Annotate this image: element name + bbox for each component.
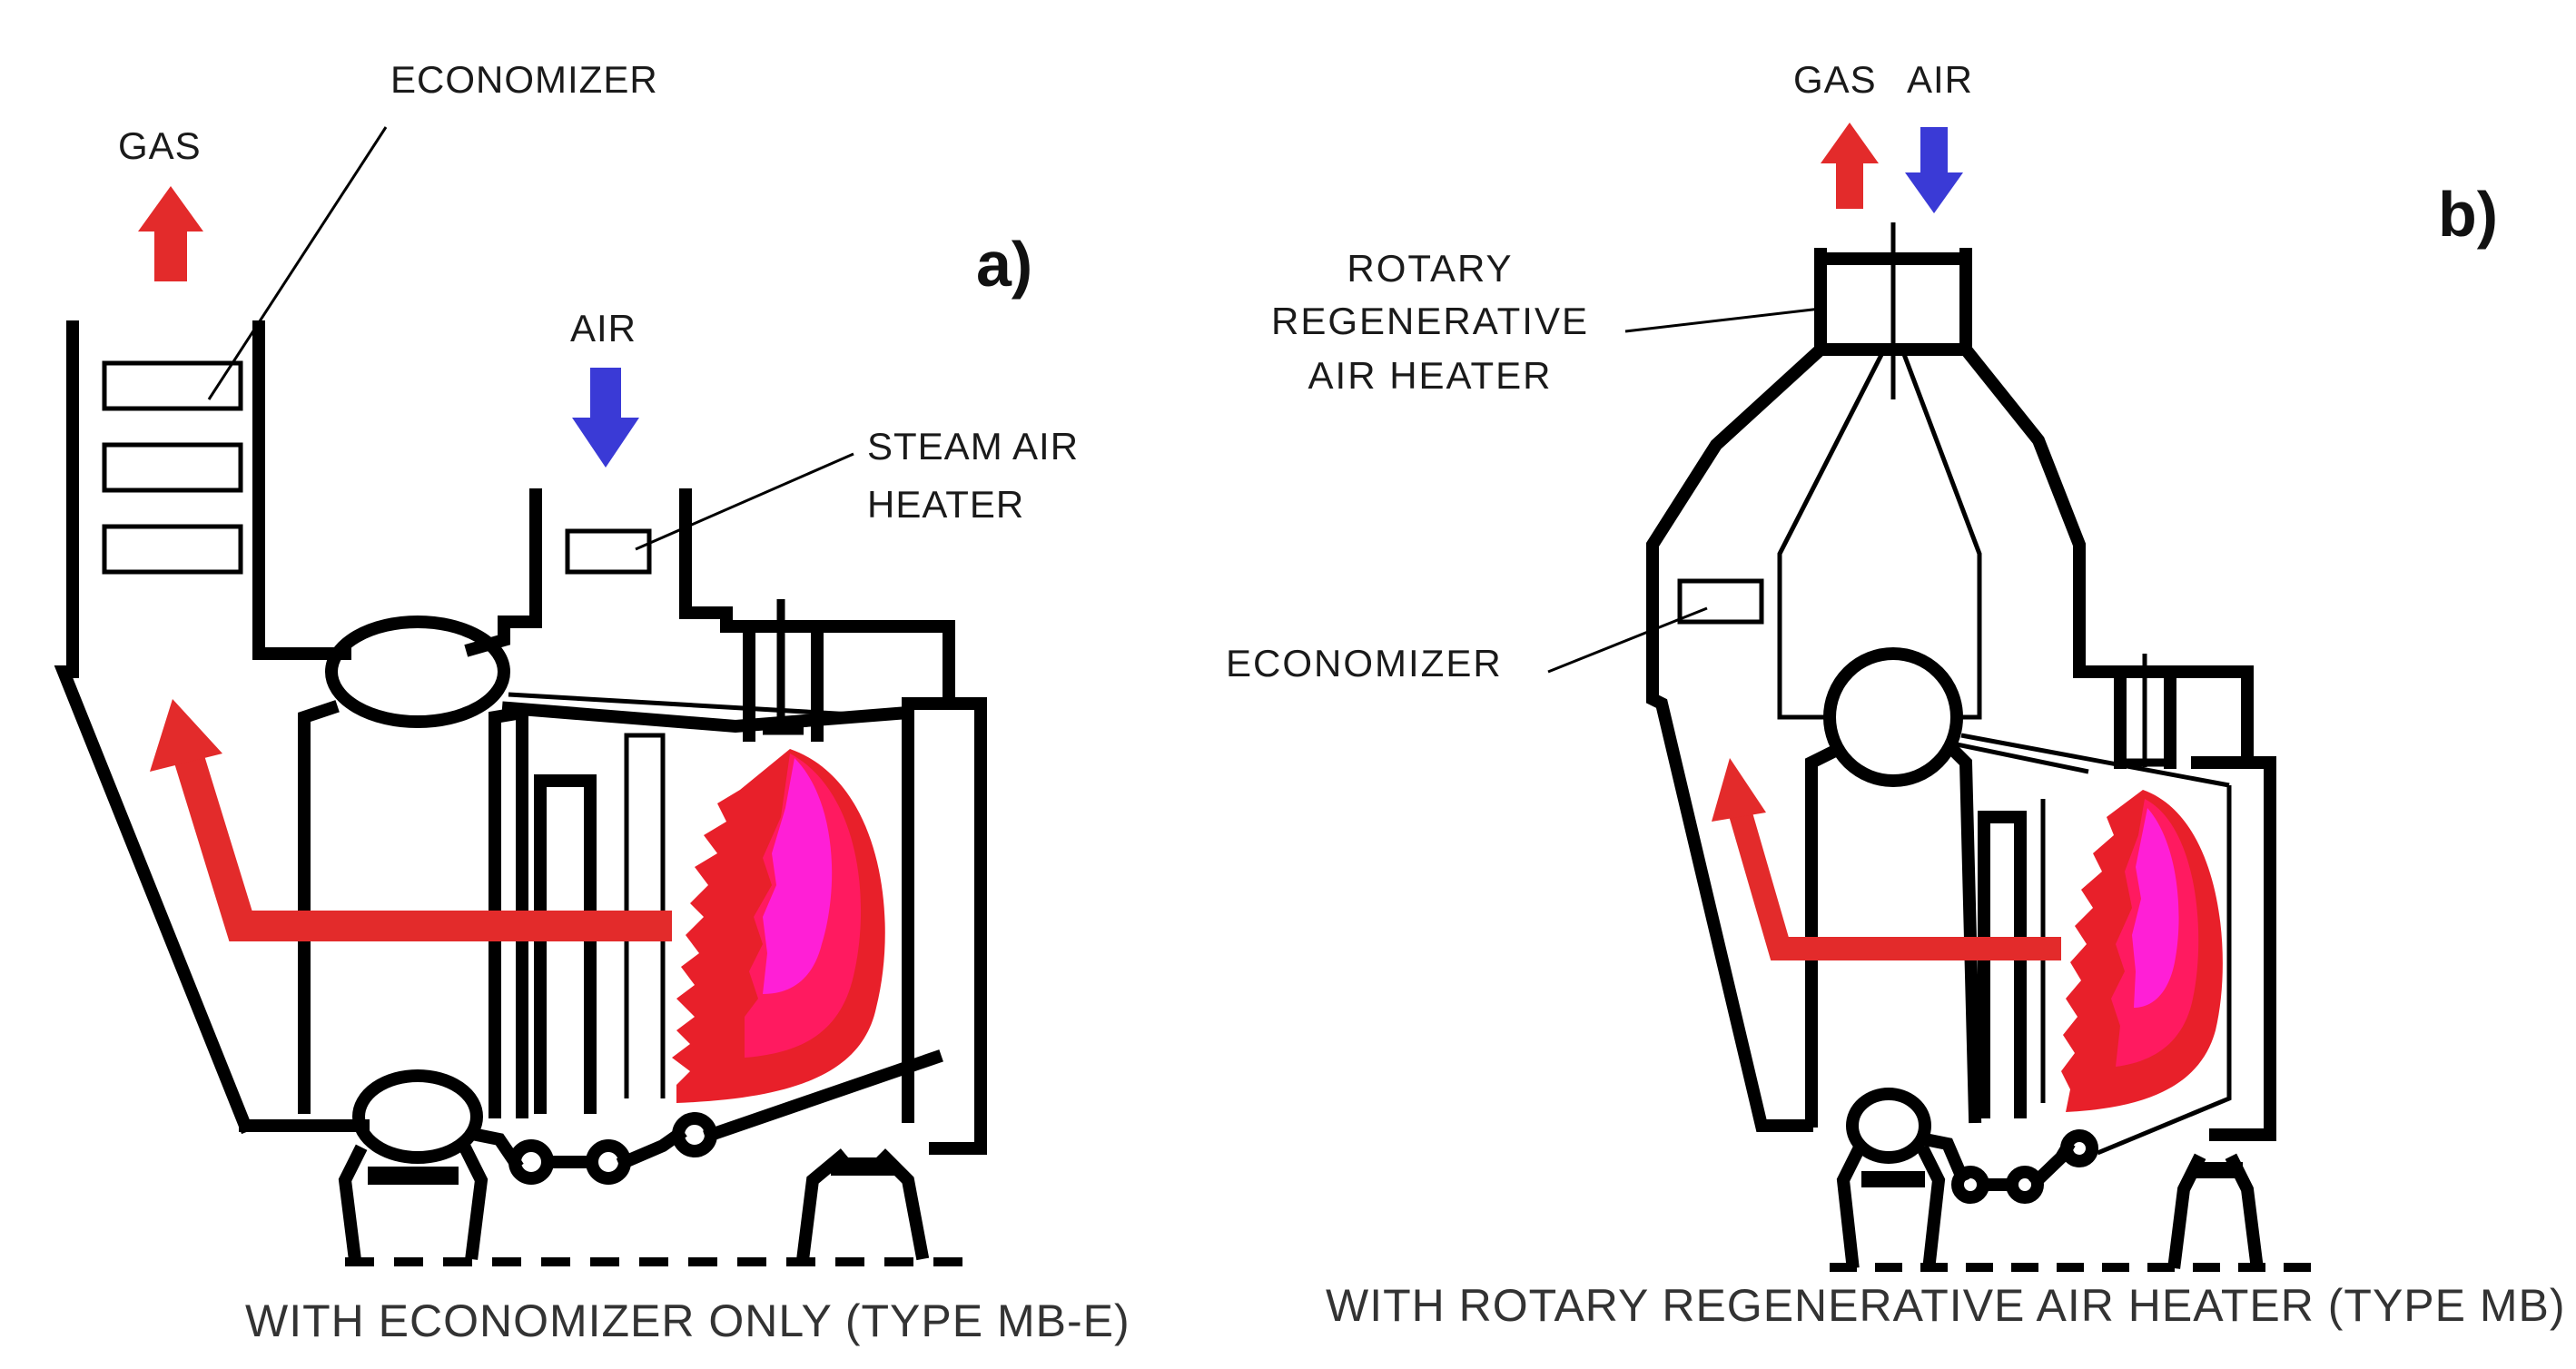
economizer-tube-bank-3 [102,524,243,575]
inner-ducting-b [1777,348,1982,720]
boiler-casing-b [1646,340,2276,1141]
rotary-air-heater [1814,222,1972,356]
economizer-tube-bank-2 [102,442,243,493]
economizer-leader-b [1547,606,1708,674]
mud-drum [352,1069,483,1164]
caption-a: WITH ECONOMIZER ONLY (TYPE MB-E) [245,1295,1130,1346]
steam-air-heater-leader [635,452,854,551]
lower-drums-b [1846,1088,2098,1204]
economizer-tube-bank-1 [102,360,243,411]
air-label-b: AIR [1907,58,1973,101]
supports-b [1830,1144,2311,1272]
steam-drum [325,616,510,728]
caption-b: WITH ROTARY REGENERATIVE AIR HEATER (TYP… [1326,1280,2566,1331]
air-in-arrow-a [572,368,639,468]
air-in-arrow-b [1905,127,1963,213]
gas-flow-arrow-a [150,699,672,941]
economizer-stack [54,320,351,1135]
steam-air-heater-coil [565,528,652,575]
economizer-label-a: ECONOMIZER [390,58,658,101]
gas-label-a: GAS [118,124,202,167]
panel-b: GAS AIR ROTARY REGENERATIVE AIR HEATER E… [1226,58,2566,1331]
air-inlet-duct [464,488,733,657]
mud-drum-b [1846,1088,1931,1164]
economizer-leader-a [207,126,388,400]
economizer-label-b: ECONOMIZER [1226,642,1503,684]
panel-a: GAS ECONOMIZER AIR STEAM AIR HEATER a) W… [54,58,1130,1346]
burner-b [2114,654,2176,769]
steam-air-heater-label-line2: HEATER [867,483,1024,526]
inner-walls-b [1805,733,2232,1156]
gas-out-arrow-a [138,186,203,281]
flame-a [672,749,885,1103]
flame-b [2061,790,2223,1112]
steam-air-heater-label-line1: STEAM AIR [867,425,1079,468]
panel-b-tag: b) [2438,179,2498,250]
rotary-heater-leader [1624,307,1821,333]
gas-out-arrow-b [1821,123,1879,209]
gas-label-b: GAS [1793,58,1877,101]
economizer-bank-b [1677,578,1764,625]
panel-a-tag: a) [976,229,1032,300]
lower-drums-a [352,1049,943,1185]
supports-a [338,1144,976,1266]
air-label-a: AIR [570,307,637,350]
gas-flow-arrow-b [1712,758,2061,960]
rotary-label-line3: AIR HEATER [1308,354,1553,397]
steam-drum-b [1823,647,1963,787]
rotary-label-line2: REGENERATIVE [1271,300,1589,342]
burner [743,599,824,742]
rotary-label-line1: ROTARY [1347,247,1513,290]
